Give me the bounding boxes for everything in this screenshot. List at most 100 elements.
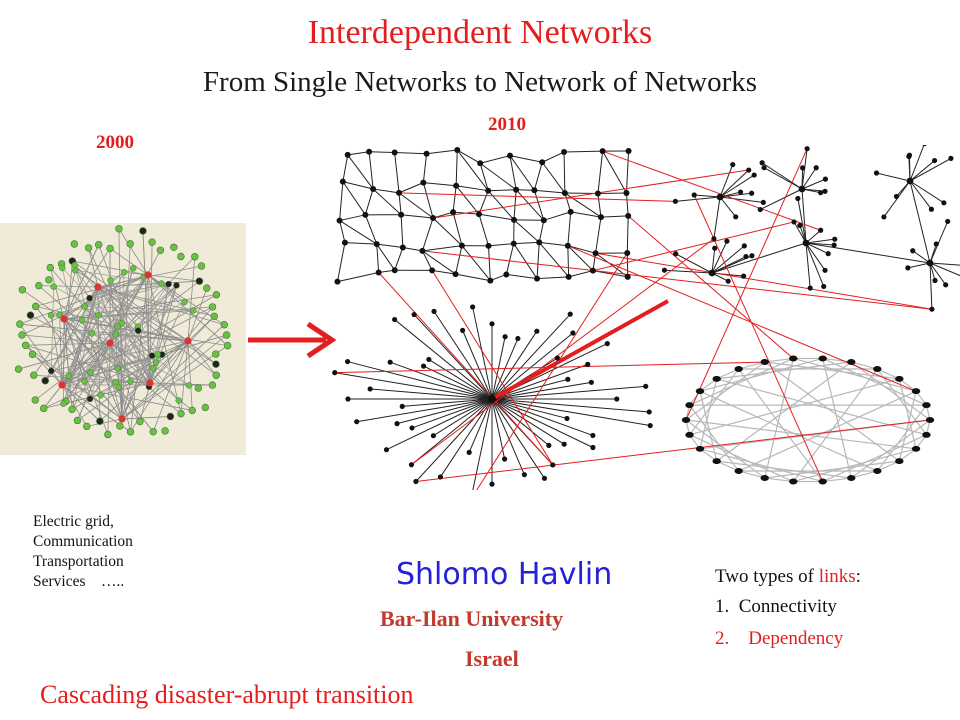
network-node: [116, 422, 124, 430]
connectivity-link: [876, 404, 927, 472]
connectivity-link: [699, 448, 823, 483]
connectivity-link: [719, 164, 734, 198]
network-node: [341, 239, 348, 246]
network-node: [431, 308, 437, 314]
connectivity-link: [370, 388, 493, 400]
connectivity-link: [19, 323, 63, 386]
network-node: [56, 311, 63, 319]
connectivity-link: [822, 358, 852, 479]
network-node: [223, 341, 232, 350]
connectivity-link: [356, 398, 493, 423]
connectivity-link: [675, 196, 721, 202]
connectivity-link: [801, 188, 807, 244]
network-node: [489, 481, 495, 487]
network-node: [222, 331, 231, 339]
network-node: [149, 364, 157, 372]
network-node: [420, 179, 427, 186]
connectivity-link: [600, 215, 629, 218]
connectivity-link: [907, 262, 931, 269]
network-node: [485, 187, 492, 194]
network-node: [521, 472, 527, 478]
dependency-link: [693, 194, 824, 482]
connectivity-link: [413, 314, 493, 400]
network-node: [685, 402, 694, 409]
connectivity-link: [716, 361, 852, 380]
year-label-2010: 2010: [488, 114, 526, 135]
dependency-link: [378, 272, 554, 466]
network-node: [565, 376, 571, 382]
network-node: [847, 474, 856, 481]
connectivity-link: [761, 162, 803, 190]
connectivity-link: [801, 167, 817, 190]
network-node: [625, 212, 632, 219]
network-node: [79, 316, 86, 324]
connectivity-link: [90, 285, 177, 373]
network-node: [181, 298, 188, 306]
network-node: [550, 462, 556, 468]
network-node: [212, 360, 220, 368]
connectivity-link: [488, 189, 517, 192]
network-node: [712, 458, 721, 465]
connectivity-link: [625, 150, 630, 194]
network-node: [734, 468, 743, 475]
network-node: [344, 151, 351, 158]
connectivity-link: [491, 313, 571, 400]
network-node: [201, 403, 209, 412]
connectivity-link: [155, 284, 169, 363]
network-node: [166, 412, 175, 421]
network-node: [534, 275, 541, 282]
connectivity-link: [764, 361, 900, 380]
connectivity-link: [537, 276, 569, 280]
connectivity-link: [689, 378, 900, 436]
network-node: [396, 189, 403, 196]
network-node: [818, 478, 827, 485]
connectivity-link: [563, 152, 566, 194]
network-node: [561, 149, 568, 156]
connectivity-link: [130, 355, 153, 382]
network-node: [945, 218, 951, 225]
connectivity-link: [118, 330, 139, 388]
network-node: [31, 302, 40, 311]
network-node: [895, 458, 904, 465]
connectivity-link: [491, 398, 651, 427]
network-node: [546, 442, 552, 448]
connectivity-link: [109, 256, 196, 344]
network-node: [398, 211, 405, 218]
connectivity-link: [570, 211, 602, 218]
network-node: [741, 273, 747, 279]
network-node: [18, 286, 27, 294]
connectivity-link: [711, 256, 747, 274]
network-node: [31, 396, 39, 404]
network-node: [928, 206, 935, 212]
connectivity-link: [59, 314, 190, 386]
connectivity-link: [564, 192, 572, 213]
network-node: [387, 359, 393, 365]
network-node: [190, 307, 197, 314]
connectivity-link: [805, 242, 931, 264]
connectivity-link: [63, 271, 125, 320]
connectivity-link: [107, 342, 111, 435]
dependency-link: [592, 221, 795, 272]
network-node: [536, 239, 543, 246]
network-node: [366, 148, 373, 155]
connectivity-link: [347, 361, 493, 400]
connectivity-link: [398, 192, 402, 215]
network-node: [673, 251, 679, 257]
connectivity-link: [509, 155, 543, 163]
network-node: [695, 445, 705, 452]
presenter-country: Israel: [465, 646, 519, 671]
network-node: [194, 384, 203, 392]
network-node: [154, 351, 161, 358]
connectivity-link: [513, 243, 538, 279]
network-node: [149, 428, 157, 436]
connectivity-link: [334, 372, 493, 400]
system-label-services: Services …..: [33, 573, 125, 590]
network-node: [39, 404, 48, 413]
network-node: [614, 396, 620, 402]
network-node: [760, 199, 766, 206]
connectivity-link: [63, 294, 217, 320]
highlighted-dependency-link: [491, 299, 669, 401]
connectivity-link: [567, 245, 594, 272]
connectivity-link: [597, 192, 627, 195]
connectivity-link: [386, 398, 493, 451]
